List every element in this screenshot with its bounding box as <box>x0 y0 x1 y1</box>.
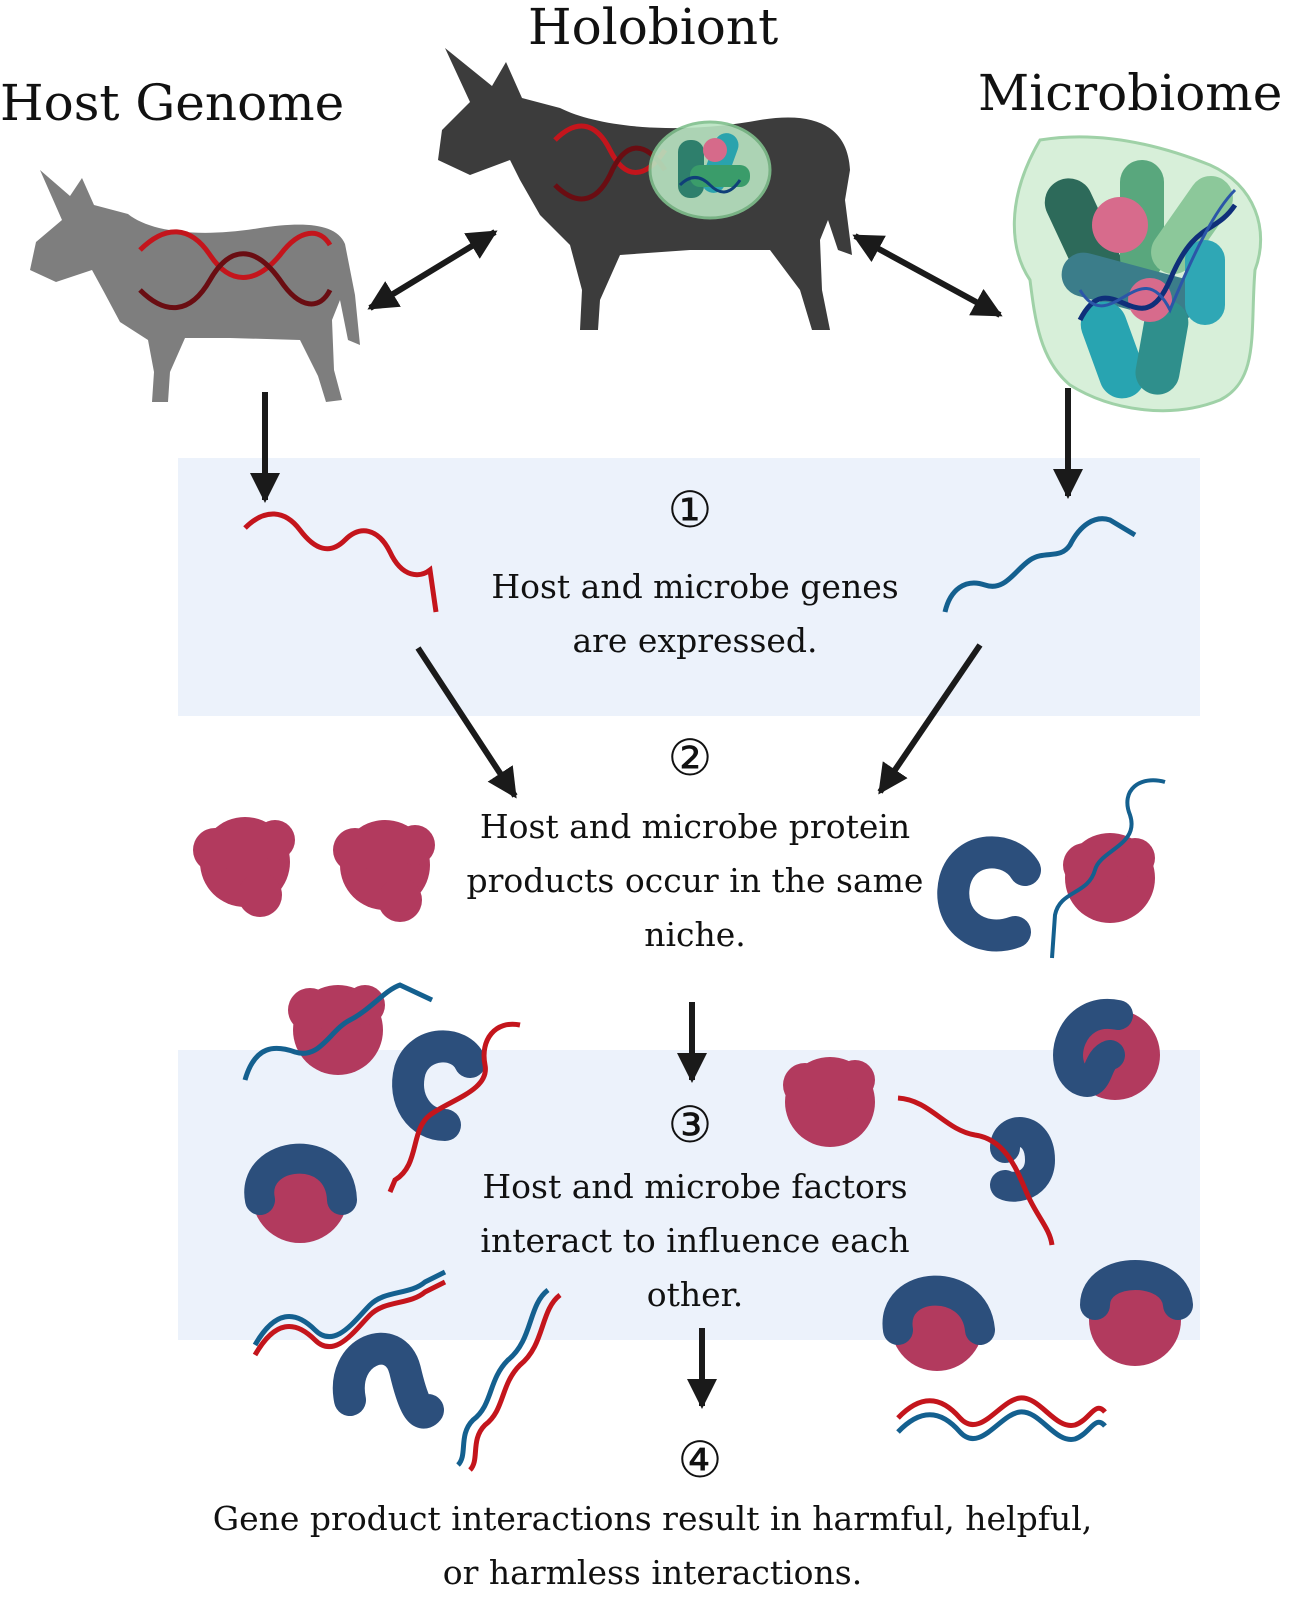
microbe-protein-c <box>937 836 1041 952</box>
step-2-number: ② <box>667 729 713 787</box>
step-1-line-1: Host and microbe genes <box>491 567 899 606</box>
step-1-text: Host and microbe genes are expressed. <box>450 560 940 668</box>
holobiont-dna-helix <box>553 123 668 202</box>
paired-mrna-3-blue <box>896 1409 1107 1442</box>
paired-mrna-1-blue <box>252 1269 447 1347</box>
microbiome-blob <box>1012 135 1263 413</box>
paired-mrna-2-red <box>467 1293 562 1472</box>
complex-5 <box>1080 1260 1193 1366</box>
arrow-host-holobiont <box>367 229 498 311</box>
step-3-line-3: other. <box>646 1275 744 1314</box>
microbe-mrna <box>942 516 1137 613</box>
step-4-text: Gene product interactions result in harm… <box>200 1492 1105 1600</box>
arrow-host-to-step2 <box>415 646 518 799</box>
holobiont-donkey <box>438 48 852 330</box>
microbe-protein-a <box>332 1332 444 1429</box>
complex-2 <box>1053 998 1160 1100</box>
arrow-holobiont-microbiome <box>852 233 1003 318</box>
step-2-text: Host and microbe protein products occur … <box>430 800 960 962</box>
step-3-line-2: interact to influence each <box>480 1221 910 1260</box>
step-2-line-3: niche. <box>644 915 746 954</box>
step-2-line-2: products occur in the same <box>466 861 924 900</box>
microbe-mrna-3 <box>242 982 434 1081</box>
step-4-number: ④ <box>677 1431 723 1489</box>
step-1-number: ① <box>667 481 713 539</box>
host-protein-3 <box>1063 833 1155 923</box>
holobiont-microbiome-blob <box>648 120 772 220</box>
host-dna-helix <box>138 229 333 311</box>
complex-1 <box>244 1143 357 1243</box>
host-protein-2 <box>333 820 435 922</box>
host-genome-title: Host Genome <box>0 74 345 132</box>
holobiont-title: Holobiont <box>528 0 779 56</box>
microbiome-title: Microbiome <box>978 64 1283 122</box>
complex-4 <box>882 1275 995 1371</box>
step-3-text: Host and microbe factors interact to inf… <box>445 1160 945 1322</box>
host-protein-5 <box>783 1057 875 1147</box>
step-1-line-2: are expressed. <box>572 621 818 660</box>
step-2-line-1: Host and microbe protein <box>479 807 911 846</box>
step-4-line-1: Gene product interactions result in harm… <box>212 1499 1093 1538</box>
paired-mrna-3-red <box>896 1395 1107 1428</box>
step-3-number: ③ <box>667 1096 713 1154</box>
microbe-mrna-2 <box>1050 778 1166 959</box>
paired-mrna-1-red <box>252 1279 447 1357</box>
complex-3 <box>897 1095 1056 1246</box>
paired-mrna-2-blue <box>455 1288 550 1467</box>
host-protein-1 <box>193 817 295 917</box>
step-4-line-2: or harmless interactions. <box>442 1553 863 1592</box>
host-mrna-4 <box>387 1021 521 1193</box>
panel-step-1 <box>178 458 1200 716</box>
host-donkey <box>30 170 360 402</box>
arrow-microbe-to-step2 <box>877 643 983 795</box>
step-3-line-1: Host and microbe factors <box>482 1167 908 1206</box>
host-mrna <box>243 511 439 613</box>
